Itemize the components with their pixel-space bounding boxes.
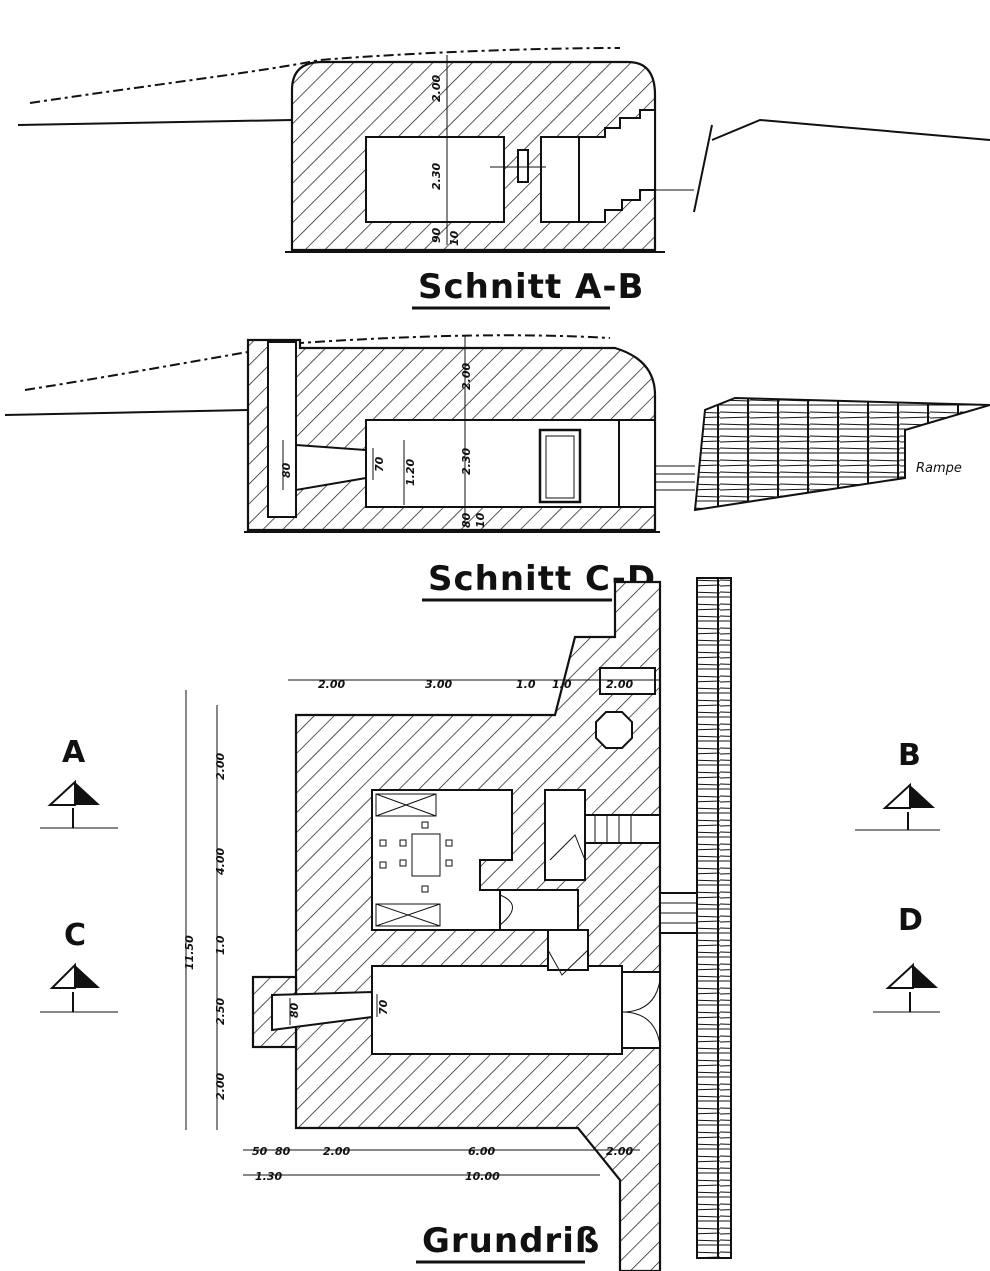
dim-floor-small-cd: 10 [474,512,487,528]
title-section-ab: Schnitt A-B [418,267,644,307]
dim-bottom-4: 6.00 [468,1145,495,1158]
fighting-room [371,965,623,1055]
door-opening [538,428,582,504]
stair-top [599,667,656,695]
dim-embrasure-out: 80 [288,1002,301,1018]
marker-b-flag [882,782,911,809]
outer-niche [267,341,297,518]
periscope-shaft [595,711,633,749]
room-right [540,136,580,223]
dim-top-1: 2.00 [318,678,345,691]
dim-bottom-1: 50 [252,1145,268,1158]
marker-c-label: C [64,918,86,953]
section-marker-d: D [873,903,940,1013]
marker-d-flag [885,962,914,989]
dim-embrasure-inner-cd: 1.20 [404,459,417,486]
marker-b-label: B [898,738,921,773]
dim-floor-ab: 90 [430,227,443,243]
table [411,833,441,877]
exit-door-arc [621,979,661,1013]
dim-bottom-7: 10.00 [465,1170,500,1183]
bunk-bottom [375,903,441,927]
floor-plan: 2.00 3.00 1.0 1.0 2.00 2.00 4.00 1.0 2.5… [183,577,732,1271]
terrain-mound [29,47,621,104]
dim-embrasure-outer-cd: 80 [280,462,293,478]
trench-wall [693,124,713,213]
dim-top-4: 1.0 [552,678,572,691]
dim-height-ab: 2.30 [430,163,443,190]
section-marker-b: B [855,738,940,831]
marker-c-flag [49,962,76,989]
dim-left-4: 2.50 [214,998,227,1025]
section-marker-a: A [40,735,118,829]
dim-embrasure-in: 70 [377,999,390,1015]
door-leaf [545,435,575,499]
entry-corridor [584,814,661,844]
room-left [365,136,505,223]
section-marker-c: C [40,918,118,1013]
section-cd: Rampe 2.00 2.30 80 10 80 70 1.20 Schnitt… [4,334,990,602]
dim-left-5: 2.00 [214,1073,227,1100]
marker-a-label: A [62,735,86,770]
title-plan: Grundriß [422,1221,600,1261]
dim-height-cd: 2.30 [460,448,473,475]
dim-top-3: 1.0 [516,678,536,691]
exit-corridor [621,971,661,1049]
dim-left-3: 1.0 [214,935,227,955]
dim-left-2: 4.00 [214,848,227,876]
dim-left-total: 11.50 [183,935,196,970]
ground-line-left [17,119,293,126]
dim-floor-cd: 80 [460,512,473,528]
dim-bottom-2: 80 [275,1145,291,1158]
trench-revetment [696,577,732,1259]
ramp-label: Rampe [916,461,962,476]
dim-bottom-6: 1.30 [255,1170,282,1183]
dim-roof-cd: 2.00 [460,363,473,390]
dim-floor-small-ab: 10 [448,230,461,246]
ground-line-left-cd [4,409,249,416]
marker-d-label: D [898,903,923,938]
marker-a-flag [47,779,76,806]
gas-lock [499,889,579,931]
dim-roof-ab: 2.00 [430,75,443,102]
connecting-passage [547,929,589,971]
bunk-top [375,793,437,817]
dim-top-5: 2.00 [606,678,633,691]
dim-embrasure-mid-cd: 70 [373,456,386,472]
ramp-timber [693,396,990,512]
door-frame [517,149,529,183]
dim-left-1: 2.00 [214,753,227,780]
living-room [371,789,513,931]
exit-passage [618,419,656,508]
ground-line-right [711,118,990,141]
dim-bottom-3: 2.00 [323,1145,350,1158]
dim-bottom-5: 2.00 [606,1145,633,1158]
section-ab: 2.00 2.30 90 10 Schnitt A-B [17,47,990,310]
entry-room [544,789,586,881]
dim-top-2: 3.00 [425,678,452,691]
